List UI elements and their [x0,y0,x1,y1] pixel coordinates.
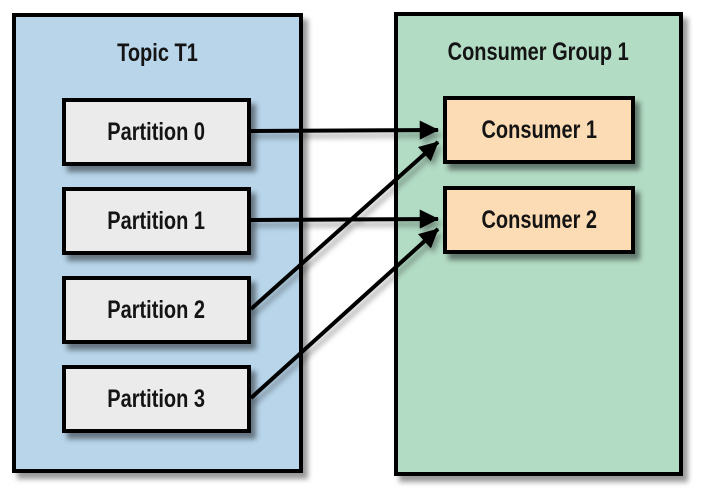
topic-title-label: Topic T1 [117,39,198,67]
partition-1-box: Partition 1 [62,187,251,255]
consumer-1-label: Consumer 1 [481,115,597,144]
partition-3-box: Partition 3 [62,365,251,433]
consumer-group-title-label: Consumer Group 1 [447,38,630,66]
partition-2-box: Partition 2 [62,276,251,344]
partition-0-label: Partition 0 [107,117,206,146]
consumer-1-box: Consumer 1 [443,96,635,164]
partition-2-label: Partition 2 [107,295,206,324]
consumer-2-box: Consumer 2 [443,186,635,254]
consumer-2-label: Consumer 2 [481,205,597,234]
consumer-group-title: Consumer Group 1 [398,38,679,67]
partition-0-box: Partition 0 [62,98,251,166]
partition-3-label: Partition 3 [107,384,206,413]
topic-title: Topic T1 [16,39,299,68]
partition-1-label: Partition 1 [107,206,206,235]
